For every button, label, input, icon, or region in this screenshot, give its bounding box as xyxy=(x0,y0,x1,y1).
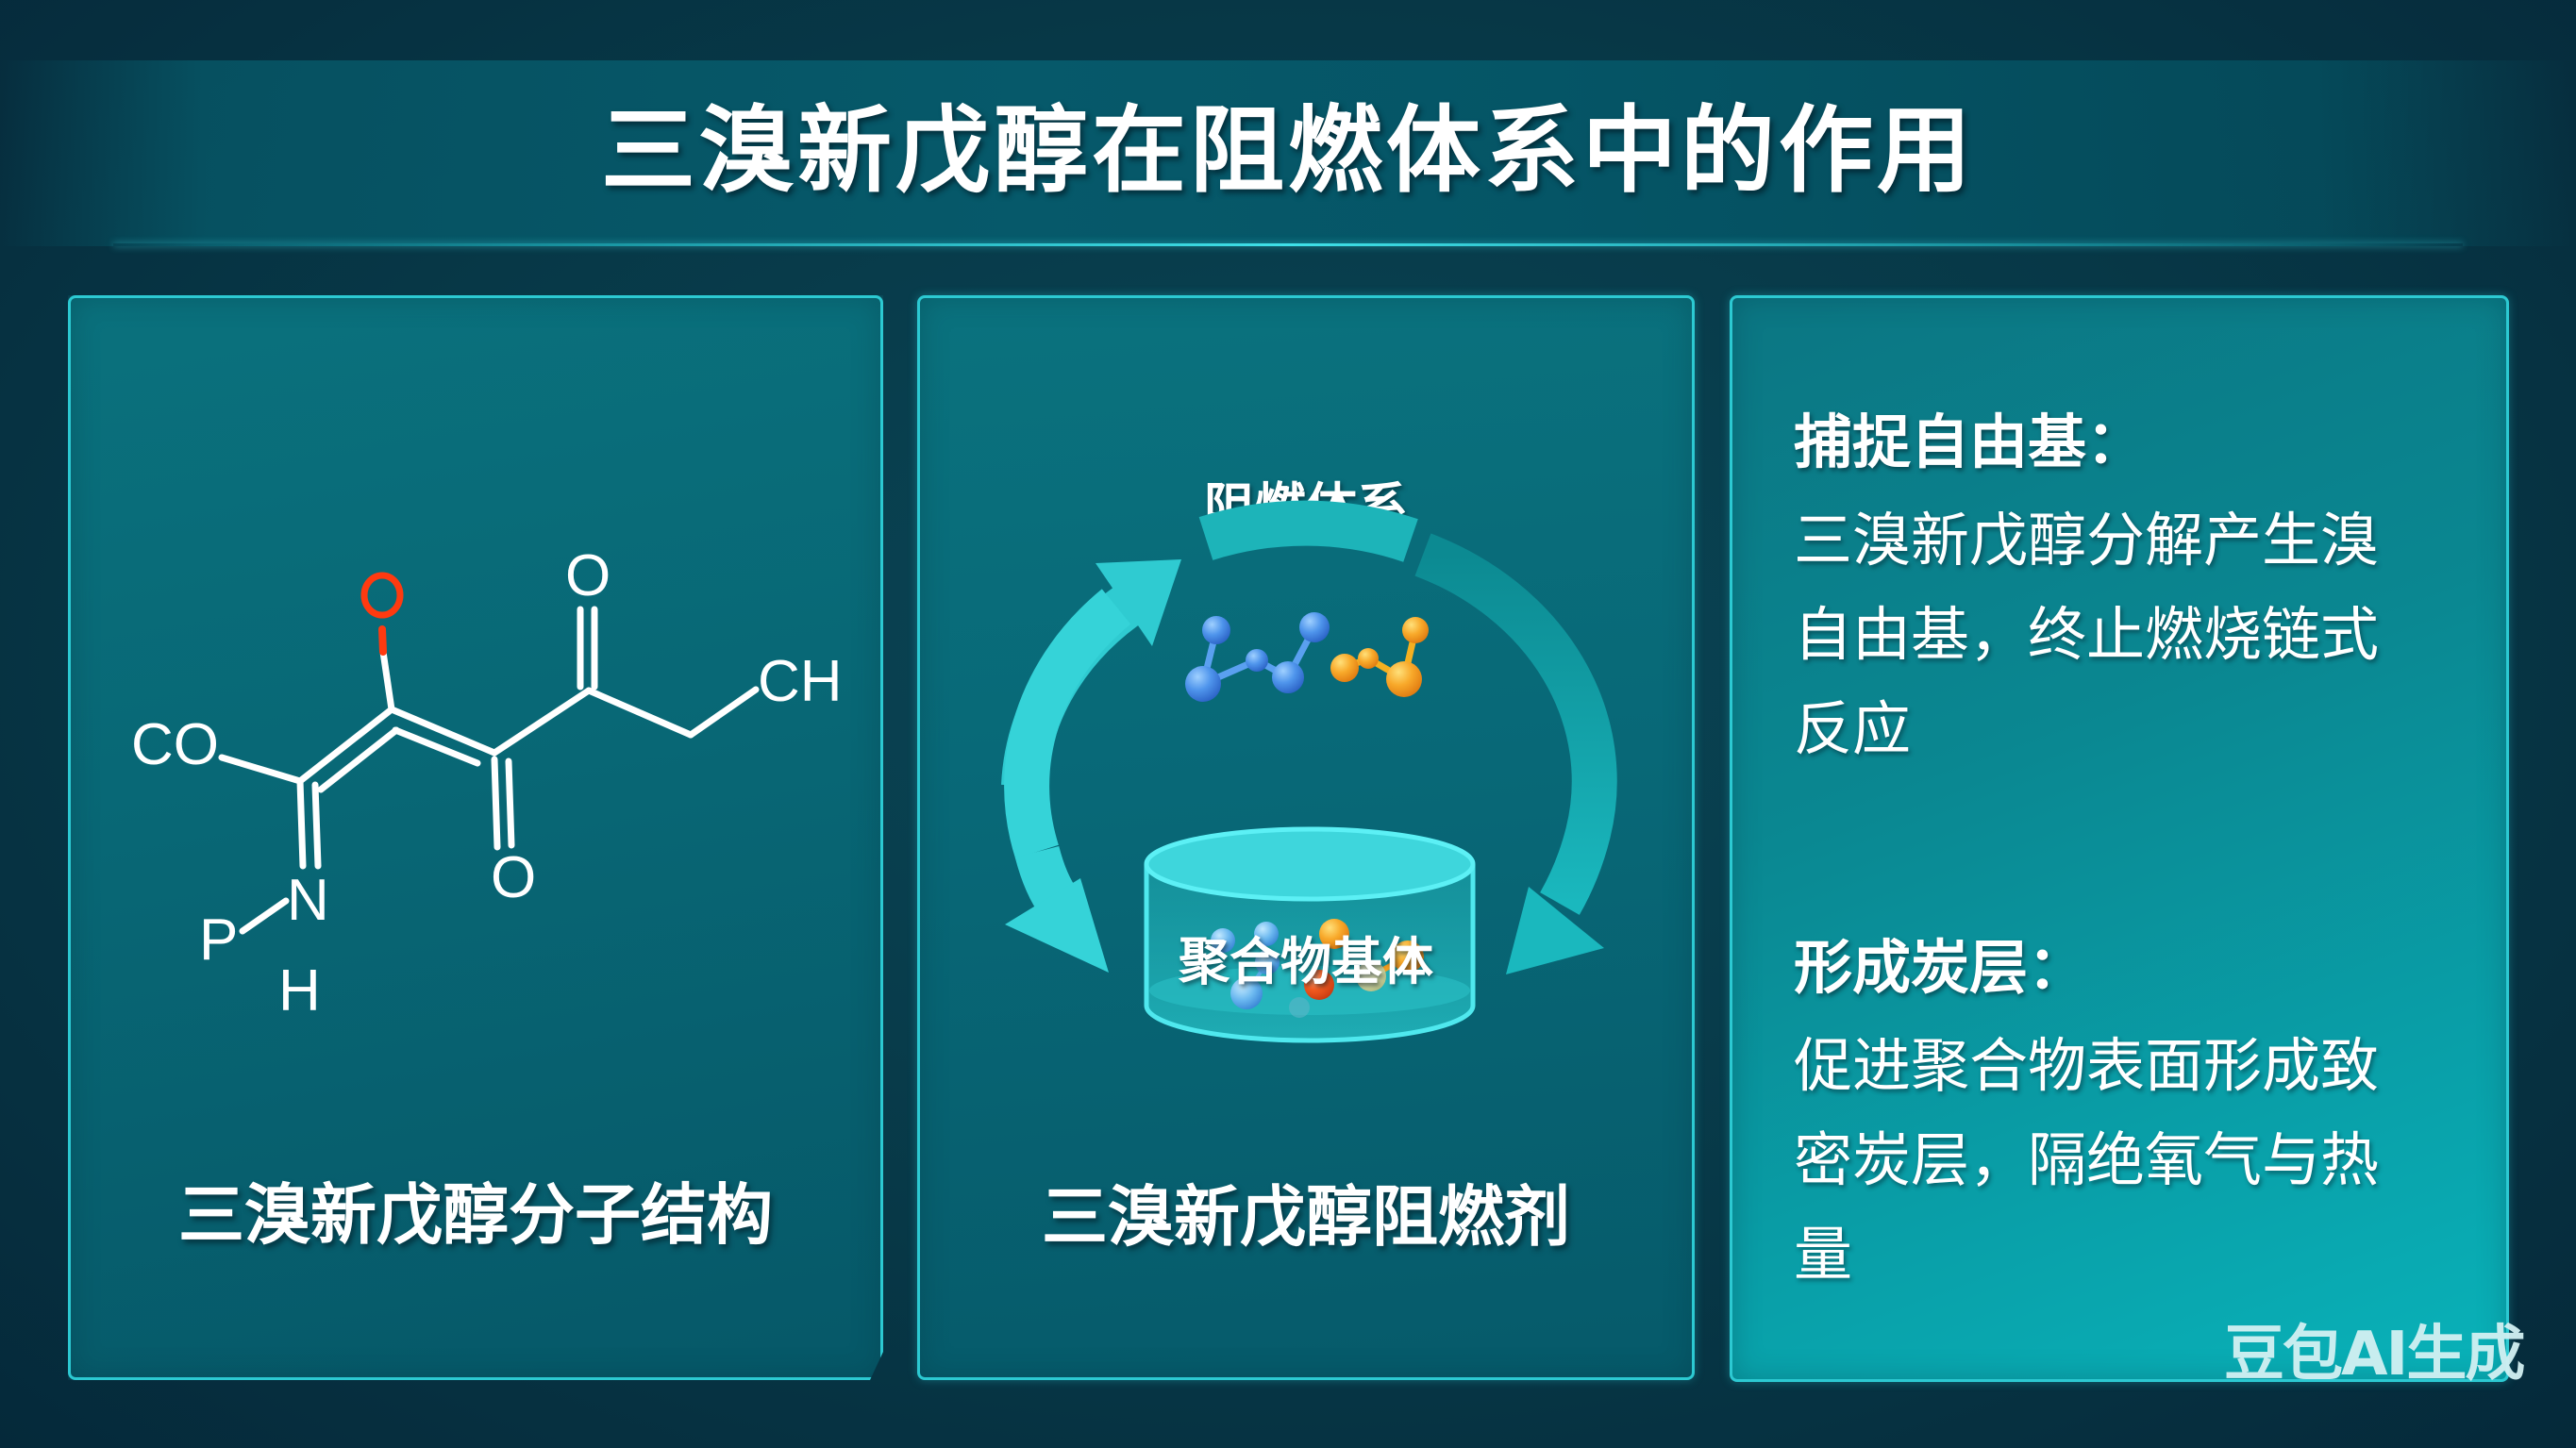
body-line: 自由基，终止燃烧链式 xyxy=(1794,600,2380,669)
polymer-molecule-orange xyxy=(1330,617,1429,697)
atom-label-ch: CH xyxy=(758,649,843,714)
atom-label-o-bottom: O xyxy=(491,845,536,910)
cycle-arrow-down-left xyxy=(1004,589,1131,973)
header-divider xyxy=(113,243,2463,246)
ai-generated-watermark: 豆包AI生成 xyxy=(2224,1320,2525,1390)
cycle-arc-top xyxy=(1198,500,1418,562)
page-title: 三溴新戊醇在阻燃体系中的作用 xyxy=(601,95,1975,206)
body-line: 反应 xyxy=(1794,694,1912,763)
label-polymer-matrix: 聚合物基体 xyxy=(1179,932,1433,991)
molecule-structure-diagram: CO CH O O N P H xyxy=(71,298,886,1383)
body-line: 量 xyxy=(1794,1220,1853,1289)
highlight-bond xyxy=(382,629,383,652)
polymer-molecule-blue xyxy=(1185,612,1330,702)
body-line: 促进聚合物表面形成致 xyxy=(1794,1031,2380,1100)
caption-flame-retardant: 三溴新戊醇阻燃剂 xyxy=(1042,1178,1570,1256)
panel-mechanisms: 捕捉自由基： 三溴新戊醇分解产生溴 自由基，终止燃烧链式 反应 形成炭层： 促进… xyxy=(1730,295,2509,1382)
section-body-char-layer: 促进聚合物表面形成致 密炭层，隔绝氧气与热 量 xyxy=(1794,1019,2473,1302)
atom-label-co: CO xyxy=(131,712,219,777)
panel-flame-retardant-cycle: 阻燃体系 xyxy=(917,295,1695,1380)
section-heading-char-layer: 形成炭层： xyxy=(1794,933,2087,1002)
atom-label-p: P xyxy=(199,907,238,973)
cycle-diagram xyxy=(1001,500,1617,1043)
atom-label-n: N xyxy=(287,868,329,933)
caption-molecule-structure: 三溴新戊醇分子结构 xyxy=(178,1176,773,1254)
section-body-radical-capture: 三溴新戊醇分解产生溴 自由基，终止燃烧链式 反应 xyxy=(1794,493,2473,776)
section-heading-radical-capture: 捕捉自由基： xyxy=(1794,408,2146,476)
atom-label-o-top: O xyxy=(565,543,611,608)
panel-molecule-structure: CO CH O O N P H 三溴新戊醇分子结构 xyxy=(68,295,883,1380)
body-line: 密炭层，隔绝氧气与热 xyxy=(1794,1125,2380,1194)
section-radical-capture: 捕捉自由基： 三溴新戊醇分解产生溴 自由基，终止燃烧链式 反应 xyxy=(1794,408,2473,776)
section-char-layer: 形成炭层： 促进聚合物表面形成致 密炭层，隔绝氧气与热 量 xyxy=(1794,934,2473,1302)
highlighted-oxygen-atom xyxy=(364,575,400,615)
cycle-arrow-down-right xyxy=(1414,533,1617,974)
body-line: 三溴新戊醇分解产生溴 xyxy=(1794,506,2380,574)
flame-retardant-container xyxy=(1144,826,1476,1043)
atom-label-h: H xyxy=(278,958,321,1024)
header-band xyxy=(0,60,2576,246)
